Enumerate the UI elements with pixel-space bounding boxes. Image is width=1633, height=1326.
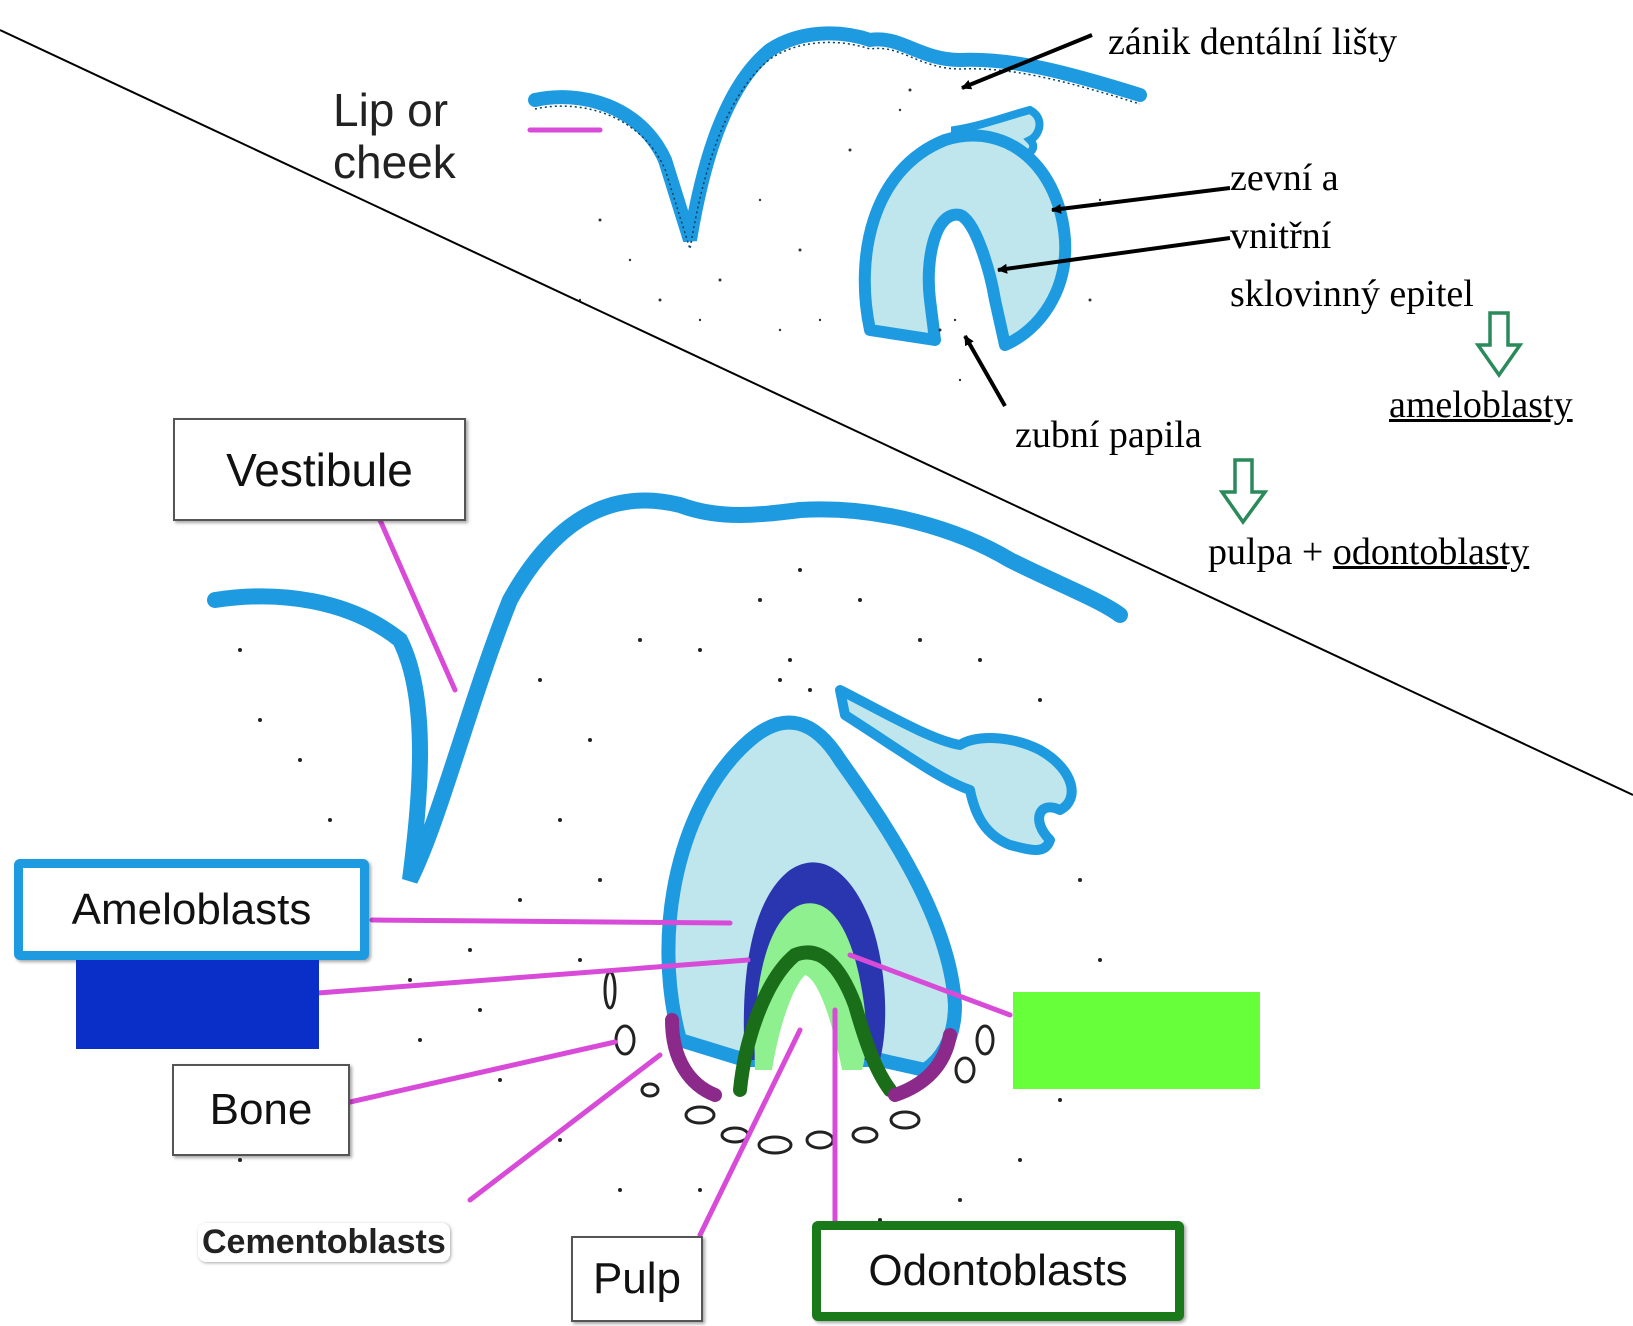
ameloblasts-label: Ameloblasts	[14, 859, 369, 960]
leader-bone	[350, 1042, 615, 1102]
bone-text: Bone	[210, 1085, 313, 1135]
annotation-zevni: zevní a	[1230, 156, 1339, 200]
leader-ameloblasts	[372, 920, 730, 923]
annotation-odontoblasty: odontoblasty	[1333, 531, 1529, 573]
annotation-vnitrni: vnitřní	[1230, 214, 1331, 258]
enamel-blank-box	[76, 960, 319, 1049]
vestibule-label: Vestibule	[173, 418, 466, 521]
cap-stage-illustration	[535, 33, 1140, 381]
lip-or-cheek-line1: Lip or	[333, 84, 456, 136]
odontoblasts-label: Odontoblasts	[812, 1221, 1184, 1321]
vestibule-text: Vestibule	[226, 443, 413, 497]
pulp-label: Pulp	[571, 1236, 703, 1322]
dentin-blank-box	[1013, 992, 1260, 1089]
annotation-pulpa-odontoblasty: pulpa + odontoblasty	[1208, 530, 1529, 574]
annotation-ameloblasty: ameloblasty	[1389, 383, 1573, 427]
bone-label: Bone	[172, 1064, 350, 1156]
lip-or-cheek-label: Lip or cheek	[333, 84, 456, 188]
ameloblasts-text: Ameloblasts	[72, 885, 312, 935]
cementoblasts-label: Cementoblasts	[198, 1223, 450, 1262]
leader-cementoblasts	[470, 1055, 660, 1200]
arrow-zubni-papila	[965, 336, 1005, 406]
annotation-zubni-papila: zubní papila	[1015, 413, 1202, 457]
cementoblasts-text: Cementoblasts	[202, 1223, 446, 1261]
green-arrow-pulpa	[1222, 460, 1265, 522]
annotation-sklovinny: sklovinný epitel	[1230, 272, 1474, 316]
green-arrow-ameloblasty	[1478, 313, 1520, 375]
lip-or-cheek-line2: cheek	[333, 136, 456, 188]
annotation-zanik: zánik dentální lišty	[1108, 20, 1397, 64]
arrow-zevni	[1052, 188, 1230, 210]
pulp-text: Pulp	[593, 1254, 681, 1304]
odontoblasts-text: Odontoblasts	[868, 1246, 1127, 1296]
upper-enamel-organ-cap	[865, 136, 1065, 345]
annotation-pulpa: pulpa +	[1208, 531, 1333, 573]
